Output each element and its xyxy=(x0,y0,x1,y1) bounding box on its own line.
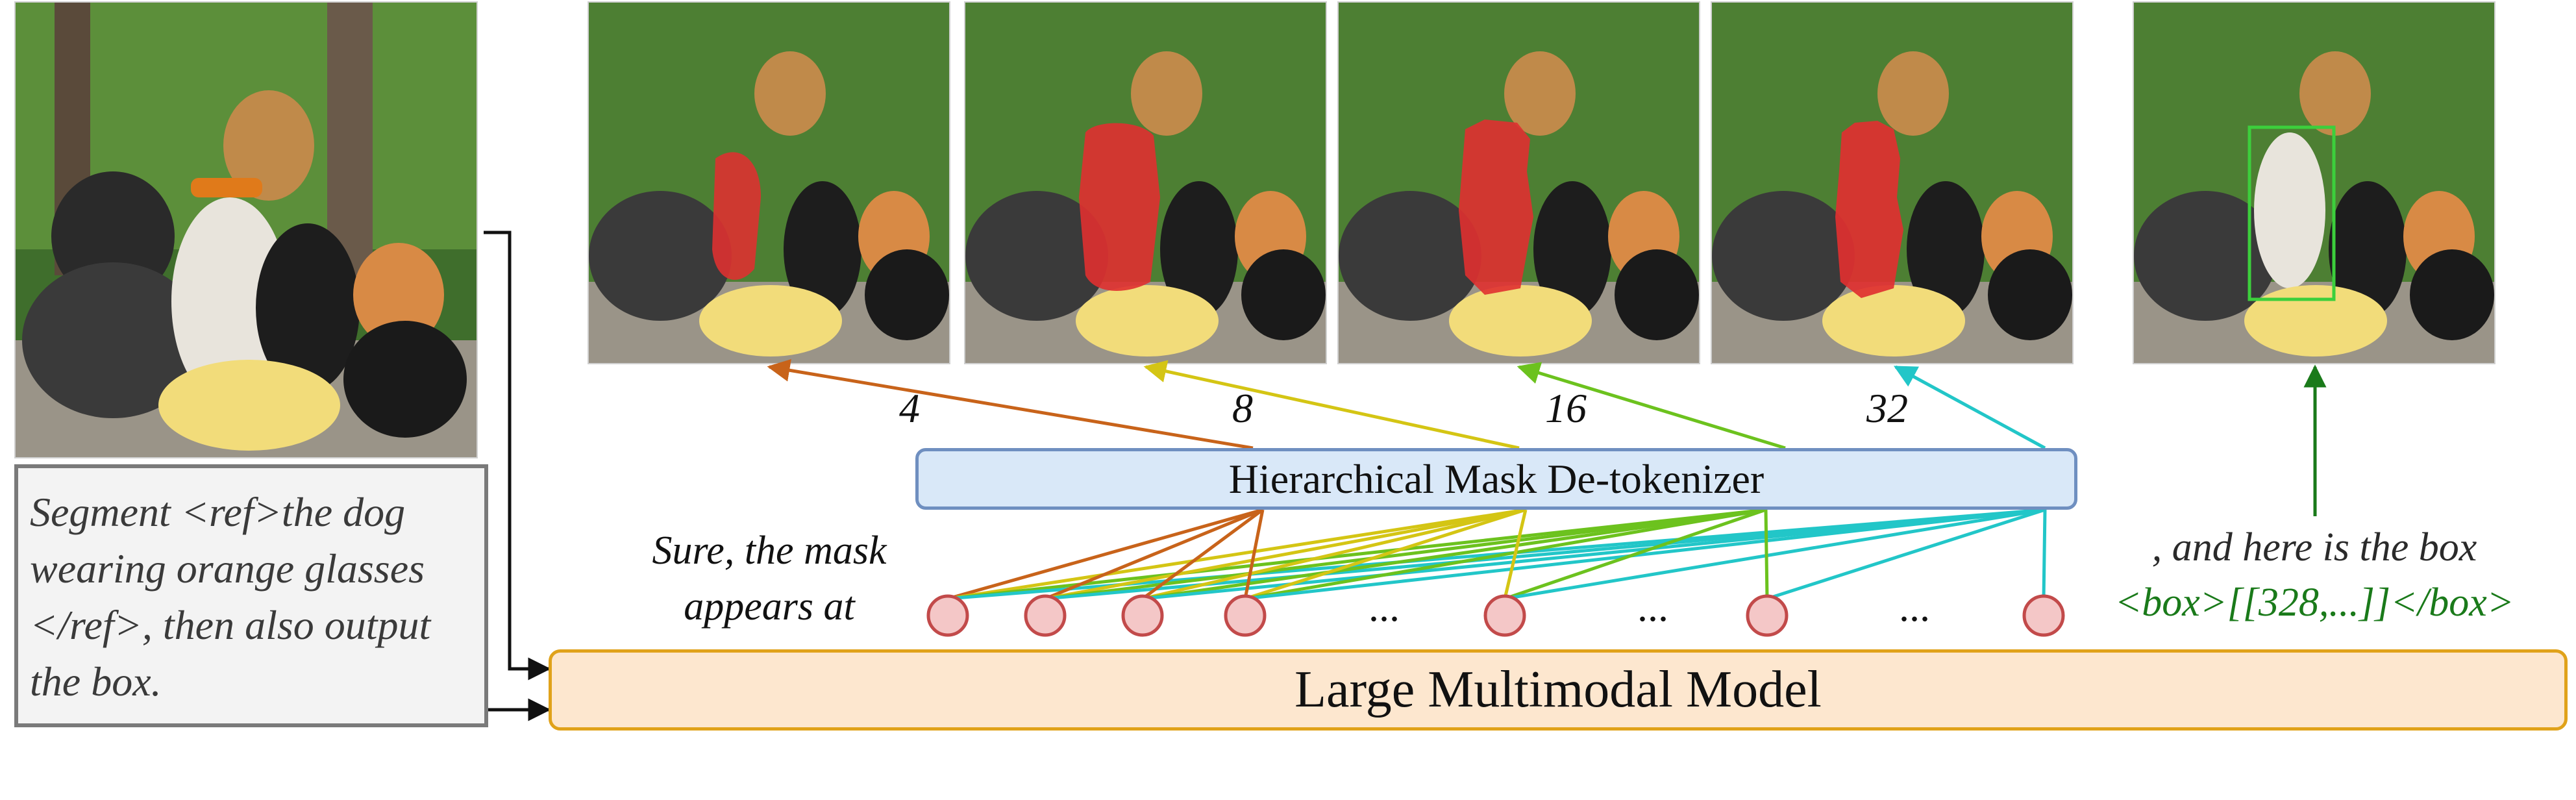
level-label-8: 8 xyxy=(1232,385,1253,431)
mask-output-photo-8-illustration xyxy=(965,3,1326,363)
mask-token-1 xyxy=(926,594,969,637)
token-link-4-level-2 xyxy=(1504,508,1766,601)
level-label-32: 32 xyxy=(1866,385,1908,431)
box-output-photo xyxy=(2133,1,2496,364)
level-arrow-4 xyxy=(767,358,1254,450)
token-link-4-level-3 xyxy=(1504,508,2046,601)
token-link-2-level-1 xyxy=(1142,508,1526,601)
mask-output-photo-16 xyxy=(1337,1,1700,364)
mask-token-2 xyxy=(1024,594,1067,637)
mask-token-5 xyxy=(1483,594,1526,637)
hierarchical-mask-detokenizer-block: Hierarchical Mask De-tokenizer xyxy=(915,448,2077,510)
large-multimodal-model-label: Large Multimodal Model xyxy=(1294,661,1822,718)
level-arrow-8 xyxy=(1143,360,1520,450)
token-ellipsis-1: ... xyxy=(1368,584,1400,630)
token-link-5-level-2 xyxy=(1764,509,1769,599)
token-link-0-level-0 xyxy=(947,508,1263,601)
mask-token-7 xyxy=(2022,594,2065,637)
mask-token-3 xyxy=(1121,594,1164,637)
token-link-1-level-3 xyxy=(1045,508,2046,601)
level-label-4: 4 xyxy=(899,385,920,431)
large-multimodal-model-block: Large Multimodal Model xyxy=(549,649,2568,731)
mask-output-photo-8 xyxy=(964,1,1327,364)
mask-output-photo-32-illustration xyxy=(1712,3,2072,363)
mask-output-photo-4 xyxy=(588,1,950,364)
mask-token-4 xyxy=(1224,594,1267,637)
response-text: Sure, the mask appears at xyxy=(652,529,887,629)
token-link-4-level-1 xyxy=(1503,509,1528,599)
token-connections xyxy=(947,508,2047,601)
prompt-text: Segment <ref>the dog wearing orange glas… xyxy=(30,489,431,705)
token-link-3-level-0 xyxy=(1243,509,1265,599)
token-link-1-level-0 xyxy=(1045,508,1263,601)
token-link-2-level-0 xyxy=(1141,508,1264,601)
box-output-photo-illustration xyxy=(2134,3,2494,363)
hierarchical-mask-detokenizer-label: Hierarchical Mask De-tokenizer xyxy=(1228,455,1765,502)
token-link-0-level-3 xyxy=(947,508,2046,601)
prompt-box: Segment <ref>the dog wearing orange glas… xyxy=(14,464,488,727)
mask-output-photo-16-illustration xyxy=(1339,3,1699,363)
token-link-1-level-1 xyxy=(1045,508,1526,601)
mask-output-photo-4-illustration xyxy=(589,3,949,363)
level-label-16: 16 xyxy=(1545,385,1587,431)
bounding-box xyxy=(2248,125,2336,301)
token-link-0-level-1 xyxy=(947,508,1526,601)
image-input-arrow xyxy=(484,231,551,681)
input-photo-illustration xyxy=(16,3,477,457)
mask-token-6 xyxy=(1746,594,1789,637)
token-ellipsis-3: ... xyxy=(1899,584,1930,630)
token-link-2-level-2 xyxy=(1142,508,1766,601)
token-link-3-level-2 xyxy=(1245,508,1766,601)
box-response-value: <box>[[328,...]]</box> xyxy=(2114,581,2514,625)
token-ellipsis-2: ... xyxy=(1637,584,1668,630)
input-photo xyxy=(14,1,478,458)
token-row xyxy=(926,594,2065,637)
mask-output-photo-32 xyxy=(1711,1,2074,364)
box-response-prefix: , and here is the box xyxy=(2151,525,2477,569)
token-link-6-level-3 xyxy=(2042,509,2047,599)
level-arrow-32 xyxy=(1893,365,2046,450)
